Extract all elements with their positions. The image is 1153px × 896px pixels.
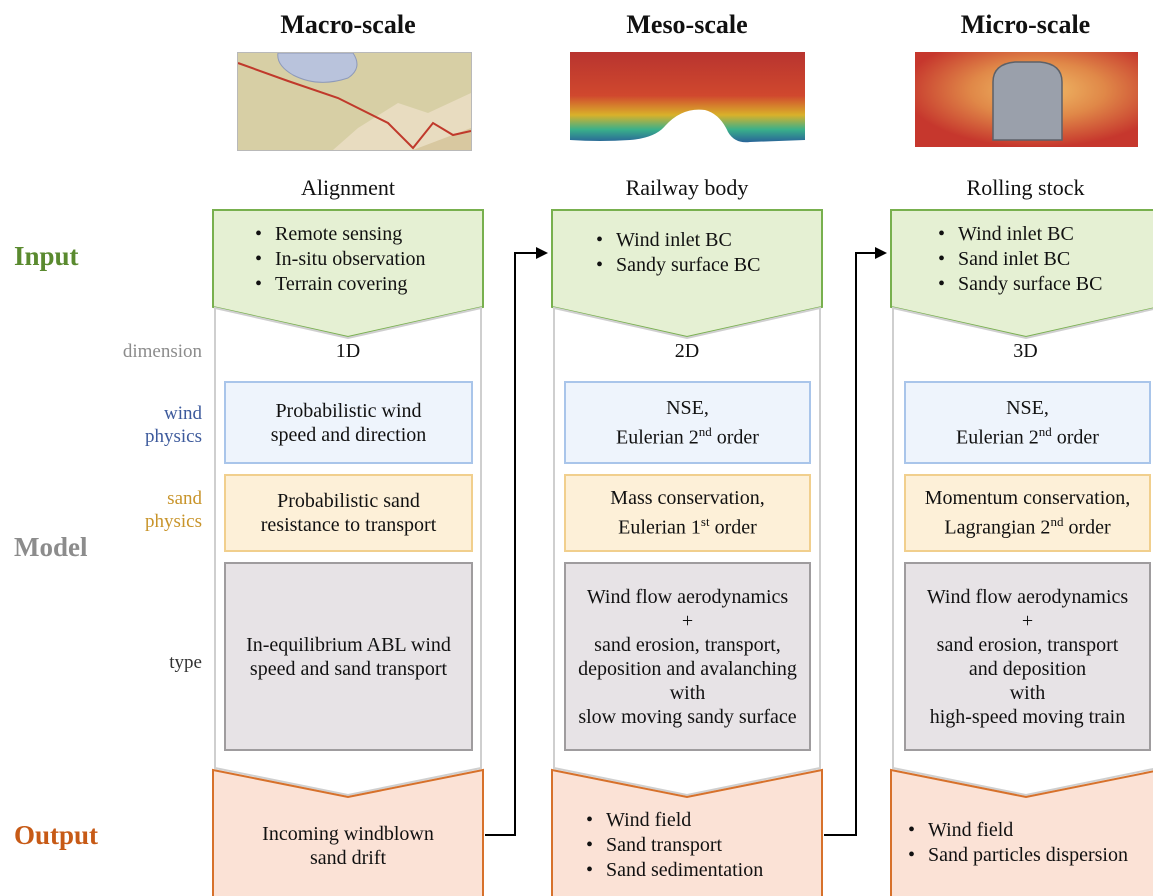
column-micro-shapes <box>890 209 1153 896</box>
railway-body-label: Railway body <box>625 175 749 200</box>
micro-output-list: Wind field Sand particles dispersion <box>908 818 1128 868</box>
box-line-with-superscript: Eulerian 2nd order <box>616 420 759 450</box>
box-line: slow moving sandy surface <box>578 705 797 728</box>
sand-physics-label: sand physics <box>80 487 202 533</box>
box-line: high-speed moving train <box>929 705 1126 728</box>
physics-label-line: physics <box>145 426 202 447</box>
meso-output-list: Wind field Sand transport Sand sedimenta… <box>586 808 763 883</box>
box-line: with <box>669 681 706 704</box>
box-line: Probabilistic sand <box>277 490 420 512</box>
box-line: + <box>1021 609 1034 632</box>
box-line: deposition and avalanching <box>578 657 797 680</box>
list-item: Remote sensing <box>255 222 426 247</box>
connector-meso-to-micro <box>824 247 887 836</box>
model-row-label: Model <box>14 532 88 562</box>
list-item: Terrain covering <box>255 272 426 297</box>
list-item: Sandy surface BC <box>596 253 760 278</box>
sand-label-line: sand <box>167 488 202 509</box>
macro-sand-box: Probabilistic sand resistance to transpo… <box>224 474 473 552</box>
macro-scale-title: Macro-scale <box>280 10 416 39</box>
box-line: speed and sand transport <box>249 657 448 680</box>
wind-physics-label: wind physics <box>80 402 202 448</box>
micro-wind-box: NSE, Eulerian 2nd order <box>904 381 1151 464</box>
list-item: Sand particles dispersion <box>908 843 1128 868</box>
box-line-with-superscript: Eulerian 2nd order <box>956 420 1099 450</box>
box-line: Momentum conservation, <box>924 487 1131 510</box>
text: order <box>711 426 759 449</box>
box-line: sand erosion, transport <box>936 633 1119 656</box>
column-meso-shapes <box>551 209 823 896</box>
box-line: NSE, <box>1006 396 1049 419</box>
list-item: Sand sedimentation <box>586 858 763 883</box>
input-row-label: Input <box>14 241 79 271</box>
list-item: Wind inlet BC <box>938 222 1102 247</box>
connector-macro-to-meso <box>485 247 548 836</box>
list-item: Sand transport <box>586 833 763 858</box>
macro-dimension: 1D <box>335 340 361 362</box>
macro-type-box: In-equilibrium ABL wind speed and sand t… <box>224 562 473 751</box>
type-row-label: type <box>169 652 202 673</box>
box-line: speed and direction <box>270 423 427 446</box>
micro-scale-title: Micro-scale <box>960 10 1091 39</box>
box-line: Wind flow aerodynamics <box>926 585 1129 608</box>
superscript: nd <box>1038 423 1052 439</box>
text: Eulerian 2 <box>616 426 699 449</box>
box-line: NSE, <box>666 396 709 419</box>
box-line: Wind flow aerodynamics <box>586 585 789 608</box>
macro-input-list: Remote sensing In-situ observation Terra… <box>255 222 426 297</box>
box-line: sand erosion, transport, <box>594 633 781 656</box>
text: order <box>709 516 757 539</box>
text: Eulerian 2 <box>956 426 1039 449</box>
box-line: with <box>1009 681 1046 704</box>
text: order <box>1051 426 1099 449</box>
superscript: nd <box>698 423 712 439</box>
text: order <box>1063 516 1111 539</box>
box-line: Mass conservation, <box>610 487 765 510</box>
physics-label-line: physics <box>145 511 202 532</box>
list-item: Sandy surface BC <box>938 272 1102 297</box>
output-chevron <box>212 768 484 896</box>
output-line: sand drift <box>309 846 387 869</box>
list-item: Wind field <box>586 808 763 833</box>
text: Lagrangian 2 <box>944 516 1051 539</box>
meso-dimension: 2D <box>674 340 700 362</box>
macro-output: Incoming windblown sand drift <box>213 808 483 883</box>
text: Eulerian 1 <box>618 516 701 539</box>
micro-sand-box: Momentum conservation, Lagrangian 2nd or… <box>904 474 1151 552</box>
meso-type-box: Wind flow aerodynamics + sand erosion, t… <box>564 562 811 751</box>
wind-label-line: wind <box>164 403 202 424</box>
box-line: + <box>681 609 694 632</box>
list-item: In-situ observation <box>255 247 426 272</box>
box-line: In-equilibrium ABL wind <box>246 633 451 656</box>
list-item: Wind inlet BC <box>596 228 760 253</box>
meso-scale-title: Meso-scale <box>626 10 748 39</box>
list-item: Sand inlet BC <box>938 247 1102 272</box>
box-line: Probabilistic wind <box>275 399 422 422</box>
rolling-stock-label: Rolling stock <box>966 175 1085 200</box>
dimension-row-label: dimension <box>122 341 202 362</box>
meso-flow-thumbnail <box>570 52 805 149</box>
list-item: Wind field <box>908 818 1128 843</box>
meso-sand-box: Mass conservation, Eulerian 1st order <box>564 474 811 552</box>
macro-map-thumbnail <box>237 52 472 151</box>
micro-input-list: Wind inlet BC Sand inlet BC Sandy surfac… <box>938 222 1102 297</box>
superscript: st <box>700 514 710 530</box>
micro-dimension: 3D <box>1013 340 1038 362</box>
alignment-label: Alignment <box>300 175 396 200</box>
meso-input-list: Wind inlet BC Sandy surface BC <box>596 228 760 278</box>
column-macro-shapes <box>212 209 484 896</box>
output-line: Incoming windblown <box>262 822 434 845</box>
box-line: and deposition <box>968 657 1087 680</box>
micro-type-box: Wind flow aerodynamics + sand erosion, t… <box>904 562 1151 751</box>
box-line-with-superscript: Eulerian 1st order <box>610 510 764 540</box>
superscript: nd <box>1050 514 1064 530</box>
meso-wind-box: NSE, Eulerian 2nd order <box>564 381 811 464</box>
micro-flow-thumbnail <box>915 52 1138 147</box>
box-line: resistance to transport <box>260 514 437 536</box>
macro-wind-box: Probabilistic wind speed and direction <box>224 381 473 464</box>
box-line-with-superscript: Lagrangian 2nd order <box>925 510 1131 540</box>
output-row-label: Output <box>14 820 99 850</box>
